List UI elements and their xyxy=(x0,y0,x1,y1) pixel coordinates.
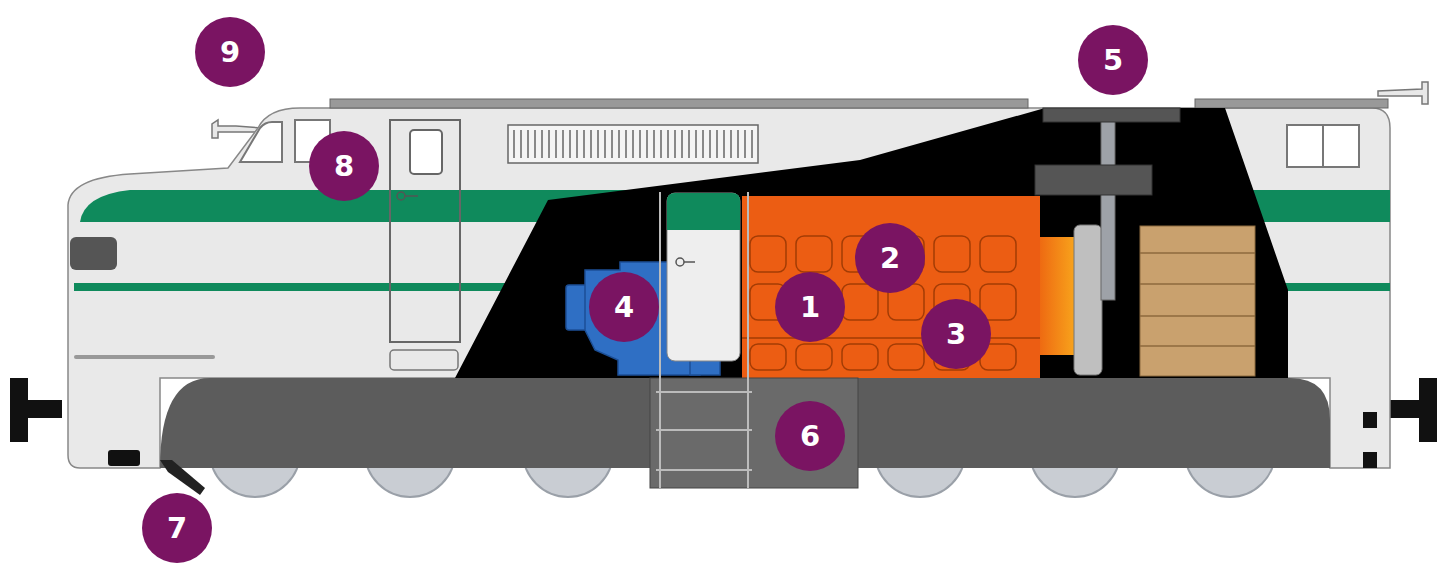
cab-window xyxy=(240,122,282,162)
callout-circle: 2 xyxy=(855,223,925,293)
ladder xyxy=(656,192,752,488)
callout-circle: 5 xyxy=(1078,25,1148,95)
callout-number: 1 xyxy=(800,293,820,322)
window xyxy=(1323,125,1359,167)
engine-block xyxy=(742,196,1040,378)
fuel-tank xyxy=(650,378,858,488)
radiator xyxy=(1140,226,1255,376)
generator xyxy=(1040,237,1076,355)
callout-circle: 9 xyxy=(195,17,265,87)
callout-circle: 7 xyxy=(142,493,212,563)
callout-number: 3 xyxy=(946,320,966,349)
callout-number: 9 xyxy=(220,38,240,67)
fan-shaft xyxy=(1101,120,1115,300)
door-window xyxy=(410,130,442,174)
callout-circle: 1 xyxy=(775,272,845,342)
callout-number: 4 xyxy=(614,293,634,322)
window xyxy=(1287,125,1323,167)
generator-housing xyxy=(1074,225,1102,375)
roof-panel xyxy=(330,99,1028,108)
coupler xyxy=(10,378,62,442)
brake xyxy=(160,460,205,495)
callout-number: 7 xyxy=(167,514,187,543)
callout-circle: 8 xyxy=(309,131,379,201)
fan-drive xyxy=(1035,165,1152,195)
roof-panel xyxy=(1195,99,1388,108)
cutaway xyxy=(455,108,1288,378)
callout-circle: 4 xyxy=(589,272,659,342)
vent-grille xyxy=(508,125,758,163)
callout-number: 6 xyxy=(800,422,820,451)
door xyxy=(390,120,460,342)
callout-circle: 6 xyxy=(775,401,845,471)
headlight xyxy=(70,237,117,270)
callout-number: 2 xyxy=(880,244,900,273)
coupler xyxy=(1385,378,1437,442)
callout-number: 8 xyxy=(334,152,354,181)
fan xyxy=(1043,108,1180,122)
callout-number: 5 xyxy=(1103,46,1123,75)
access-door xyxy=(667,193,740,361)
callout-circle: 3 xyxy=(921,299,991,369)
